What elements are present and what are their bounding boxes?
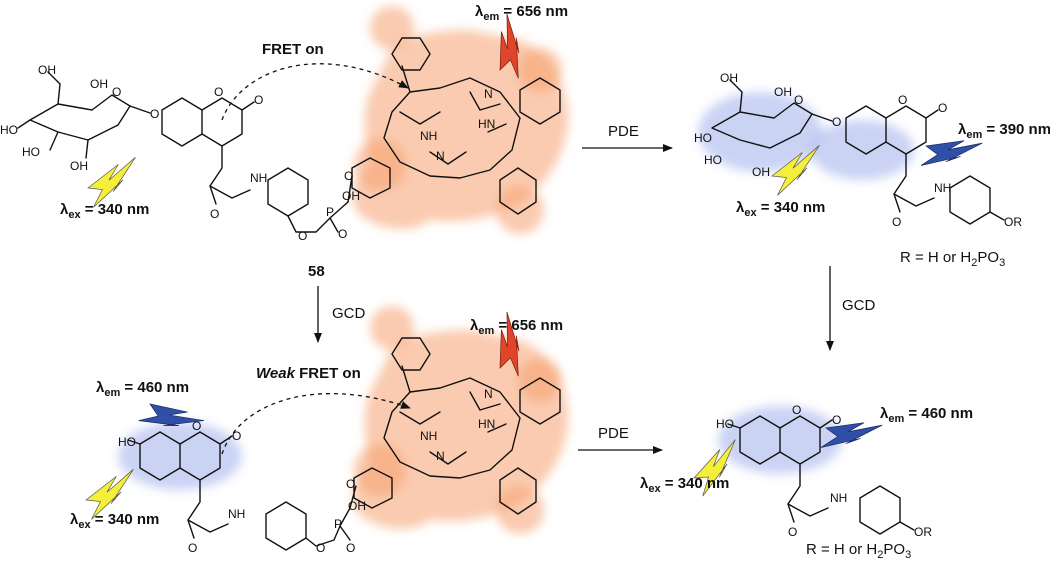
atom-or-br: OR [914, 525, 932, 539]
atom-oh-tr-2: OH [774, 85, 792, 99]
atom-oh-phos-bl: OH [348, 499, 366, 513]
atom-o-coum-bl: O [192, 419, 201, 433]
atom-o-phos-bl-2: O [346, 541, 355, 555]
atom-o-phos-bl-1: O [316, 541, 325, 555]
atom-hn-porph: HN [478, 117, 495, 131]
atom-oh-3: OH [70, 159, 88, 173]
atom-oh-tr-1: OH [720, 71, 738, 85]
atom-oh-1: OH [38, 63, 56, 77]
atom-nh-amide: NH [250, 171, 267, 185]
atom-hn-porph-bl: HN [478, 417, 495, 431]
lambda-em-390: λem = 390 nm [958, 121, 1050, 141]
fret-arc-top [221, 63, 409, 121]
atom-o-carb-bl: O [232, 429, 241, 443]
atom-ho-bl: HO [118, 435, 136, 449]
weak-fret-on-label: Weak FRET on [256, 365, 361, 382]
atom-ho-tr-1: HO [694, 131, 712, 145]
glucose-unit: OH OH HO HO OH O O [0, 63, 159, 173]
atom-nh-porph-1: NH [420, 129, 437, 143]
lambda-ex-bottom-left: λex = 340 nm [70, 511, 159, 531]
atom-n-porph-1: N [484, 87, 493, 101]
coumarin-unit-top-left: O O O NH [161, 85, 267, 221]
arrow-gcd-right-label: GCD [842, 297, 876, 314]
compound-58: OH OH HO HO OH O O O O O NH O P [0, 6, 569, 280]
lambda-em-bottom: λem = 656 nm [470, 317, 563, 337]
arrow-pde-top-label: PDE [608, 123, 639, 140]
atom-nh-br: NH [830, 491, 847, 505]
atom-ho-tr-2: HO [704, 153, 722, 167]
lambda-ex-bottom-right: λex = 340 nm [640, 475, 729, 495]
atom-o-phos-1: O [298, 229, 307, 243]
atom-oh-tr-3: OH [752, 165, 770, 179]
lambda-em-460-left: λem = 460 nm [96, 379, 189, 399]
atom-nh-tr: NH [934, 181, 951, 195]
atom-p: P [326, 205, 334, 219]
product-bottom-right: HO O O O NH OR [716, 403, 932, 539]
atom-or-tr: OR [1004, 215, 1022, 229]
atom-o-phos-2: O [338, 227, 347, 241]
atom-o-amide: O [210, 207, 219, 221]
atom-p-bl: P [334, 517, 342, 531]
atom-o-carb-tr: O [938, 101, 947, 115]
atom-ho-2: HO [22, 145, 40, 159]
atom-n-porph-bl-1: N [484, 387, 493, 401]
atom-o-amide-br: O [788, 525, 797, 539]
compound-bottom-left: HO O O O NH O P O OH O NH N HN N Weak FR… [118, 306, 569, 555]
atom-o-phos-bl-3: O [346, 477, 355, 491]
lambda-em-460-right: λem = 460 nm [880, 405, 973, 425]
atom-o-phos-3: O [344, 169, 353, 183]
atom-n-porph-bl-2: N [436, 449, 445, 463]
arrow-gcd-left-label: GCD [332, 305, 366, 322]
atom-ho-1: HO [0, 123, 18, 137]
atom-nh-bl: NH [228, 507, 245, 521]
atom-o-ring-tr: O [794, 93, 803, 107]
atom-oh-phos: OH [342, 189, 360, 203]
atom-o-coum-br: O [792, 403, 801, 417]
atom-n-porph-2: N [436, 149, 445, 163]
atom-o-ring: O [112, 85, 121, 99]
atom-o-carb-br: O [832, 413, 841, 427]
compound-number-label: 58 [308, 263, 325, 280]
atom-o-coum-tr: O [898, 93, 907, 107]
atom-o-amide-bl: O [188, 541, 197, 555]
atom-o-link: O [150, 107, 159, 121]
atom-oh-2: OH [90, 77, 108, 91]
phenyl-phosphate: O P O OH O [267, 157, 391, 243]
lambda-ex-top-left: λex = 340 nm [60, 201, 149, 221]
atom-o-amide-tr: O [892, 215, 901, 229]
atom-o-coumarin: O [214, 85, 223, 99]
atom-nh-porph-bl: NH [420, 429, 437, 443]
r-substituent-bottom: R = H or H2PO3 [806, 541, 911, 561]
arrow-pde-bottom-label: PDE [598, 425, 629, 442]
atom-o-carbonyl: O [254, 93, 263, 107]
coumarin-glow-top-right [698, 92, 914, 180]
r-substituent-top: R = H or H2PO3 [900, 249, 1005, 269]
atom-ho-br: HO [716, 417, 734, 431]
lambda-ex-top-right: λex = 340 nm [736, 199, 825, 219]
fret-on-label: FRET on [262, 41, 324, 58]
lambda-em-top: λem = 656 nm [475, 3, 568, 23]
product-top-right: OH OH HO HO OH O O O O O NH OR [694, 71, 1022, 229]
fret-arc-bottom [221, 392, 411, 455]
atom-o-link-tr: O [832, 115, 841, 129]
porphyrin-unit-top: NH N HN N [383, 37, 561, 215]
